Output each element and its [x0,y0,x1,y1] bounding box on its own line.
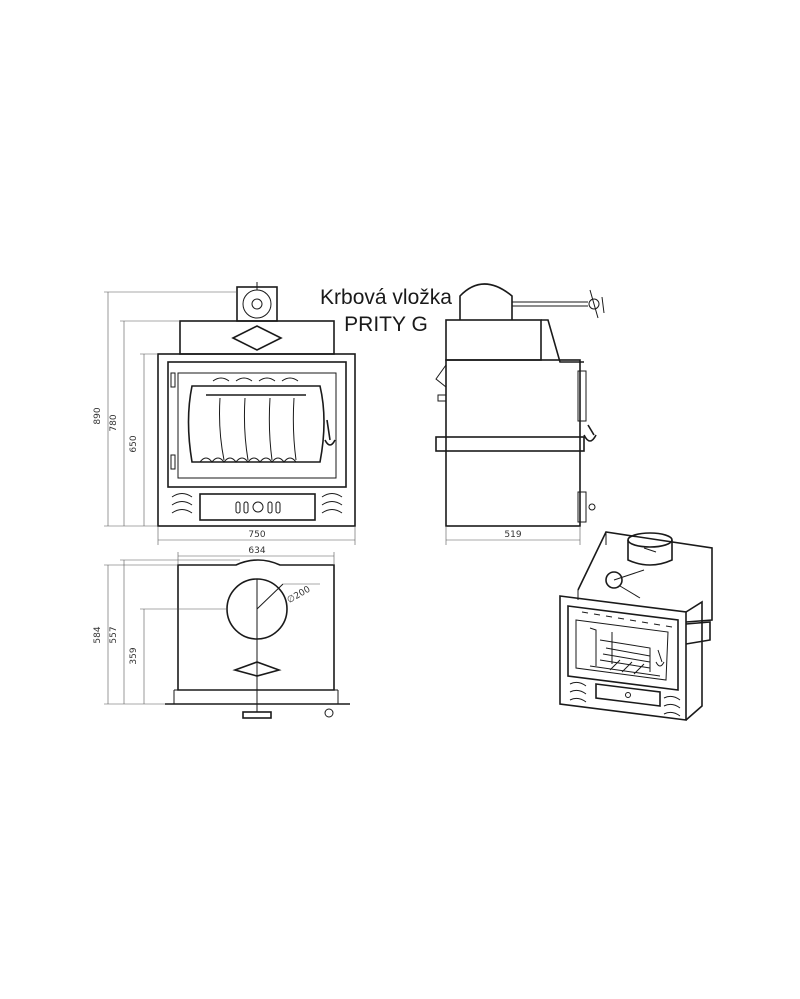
front-dimensions [104,291,356,545]
top-door-handle-knob [324,708,334,718]
dim-750: 750 [248,530,265,540]
front-grate-bars [219,397,297,461]
dim-diameter-200: ∅200 [286,585,313,606]
dim-557: 557 [109,626,119,643]
title-line-1: Krbová vložka [320,286,452,309]
front-hood-diamond [231,325,283,351]
front-door-handle [324,419,336,446]
dim-359: 359 [129,647,139,664]
front-door-inner [177,372,337,479]
front-glass [187,385,325,463]
front-body [157,353,356,527]
front-damper-knob [251,298,263,310]
iso-glass [575,619,669,681]
side-body [445,359,581,527]
iso-door [567,605,679,691]
front-ash-drawer [199,493,316,521]
dim-584: 584 [93,626,103,643]
front-damper-dial [242,289,272,319]
top-damper-handle [242,711,272,719]
iso-ash-drawer [595,683,661,707]
front-log-grate [199,457,297,463]
title-line-2: PRITY G [344,313,428,336]
front-view: 890 780 650 750 [93,282,356,545]
iso-vents-left [569,681,587,703]
iso-damper-dial [605,571,623,589]
side-hood [445,319,542,361]
iso-flue-top [627,532,673,548]
iso-side-face [685,600,703,721]
front-glass-top-vents [212,377,299,382]
top-dimensions [104,552,335,705]
isometric-view [559,531,713,721]
front-vents-right [321,493,343,514]
side-damper-knob [588,298,600,310]
iso-band [685,621,711,645]
side-door-handle [583,424,597,442]
side-front-slope [541,319,584,363]
dim-634: 634 [248,546,265,556]
iso-flue-body [627,540,673,566]
top-outline [177,559,335,691]
front-vents-left [171,493,193,514]
front-door [167,361,347,488]
iso-door-handle [655,649,665,667]
side-view: 519 [435,283,605,545]
dim-890: 890 [93,407,103,424]
iso-vents-right [663,695,681,717]
side-mounting-band [435,436,585,452]
side-flue-dome [459,283,513,320]
dim-780: 780 [109,414,119,431]
dim-650: 650 [129,435,139,452]
iso-top-box [577,531,713,623]
dim-519: 519 [504,530,521,540]
side-door-edge [577,370,587,422]
top-damper-plate [232,661,282,677]
top-view: 634 584 557 359 ∅200 [93,546,350,719]
